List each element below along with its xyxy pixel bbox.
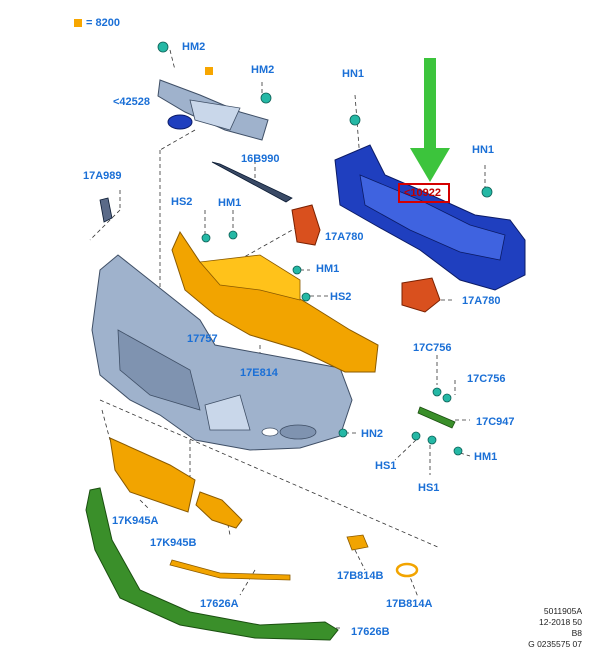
- grille-insert-17k945b: [195, 491, 243, 529]
- footer-line-1: 5011905A: [543, 606, 582, 616]
- label-hs2-mid: HS2: [330, 291, 352, 303]
- label-17b814b: 17B814B: [337, 570, 384, 582]
- label-hm1-mid: HM1: [316, 263, 340, 275]
- label-17a780-lower: 17A780: [462, 295, 501, 307]
- lower-grille-17k945a: [109, 437, 196, 513]
- strip-16b990: [211, 161, 293, 203]
- label-hs2-left: HS2: [171, 196, 193, 208]
- fastener-clips: [157, 41, 493, 456]
- label-17e814: 17E814: [240, 367, 278, 379]
- footer-line-4: G 0235575 07: [528, 639, 582, 649]
- legend-swatch: [74, 19, 82, 27]
- bracket-17a780-lower: [401, 277, 441, 313]
- green-arrow: [410, 58, 450, 182]
- label-17a989: 17A989: [83, 170, 122, 182]
- label-hn1-right: HN1: [472, 144, 495, 156]
- label-17626b: 17626B: [351, 626, 390, 638]
- highlight-box: [398, 183, 450, 203]
- label-17k945b: 17K945B: [150, 537, 197, 549]
- label-17k945a: 17K945A: [112, 515, 159, 527]
- label-hm2-grille: HM2: [182, 41, 206, 53]
- label-hn2: HN2: [361, 428, 384, 440]
- orange-marker: [205, 67, 213, 75]
- strip-17626a: [169, 559, 291, 581]
- label-17a780-upper: 17A780: [325, 231, 364, 243]
- bezel-17b814b: [346, 534, 369, 551]
- label-hm2-top: HM2: [251, 64, 275, 76]
- bracket-17a780-upper: [291, 204, 321, 246]
- label-badge-ref: <42528: [113, 96, 151, 108]
- footer-line-3: B8: [571, 628, 582, 638]
- bumper-cover: [91, 254, 353, 451]
- diagram-footer: 5011905A 12-2018 50 B8 G 0235575 07: [528, 606, 582, 650]
- label-16b990: 16B990: [241, 153, 280, 165]
- label-17b814a: 17B814A: [386, 598, 433, 610]
- label-hm1-left: HM1: [218, 197, 242, 209]
- label-17c947: 17C947: [476, 416, 515, 428]
- ford-badge: [167, 114, 193, 130]
- bezel-17b814a: [395, 562, 419, 578]
- strip-17c947: [417, 406, 456, 429]
- label-hs1-a: HS1: [375, 460, 397, 472]
- label-hs1-b: HS1: [418, 482, 440, 494]
- footer-line-2: 12-2018 50: [538, 617, 582, 627]
- legend-text: = 8200: [86, 17, 120, 29]
- bracket-17a989: [99, 197, 113, 223]
- label-17c756-b: 17C756: [467, 373, 506, 385]
- label-hm1-low: HM1: [474, 451, 498, 463]
- label-hn1-top: HN1: [342, 68, 365, 80]
- label-17626a: 17626A: [200, 598, 239, 610]
- lip-spoiler-17626b: [85, 487, 339, 641]
- label-17c756-a: 17C756: [413, 342, 452, 354]
- label-17757: 17757: [187, 333, 218, 345]
- label-10922: <10922: [404, 187, 442, 199]
